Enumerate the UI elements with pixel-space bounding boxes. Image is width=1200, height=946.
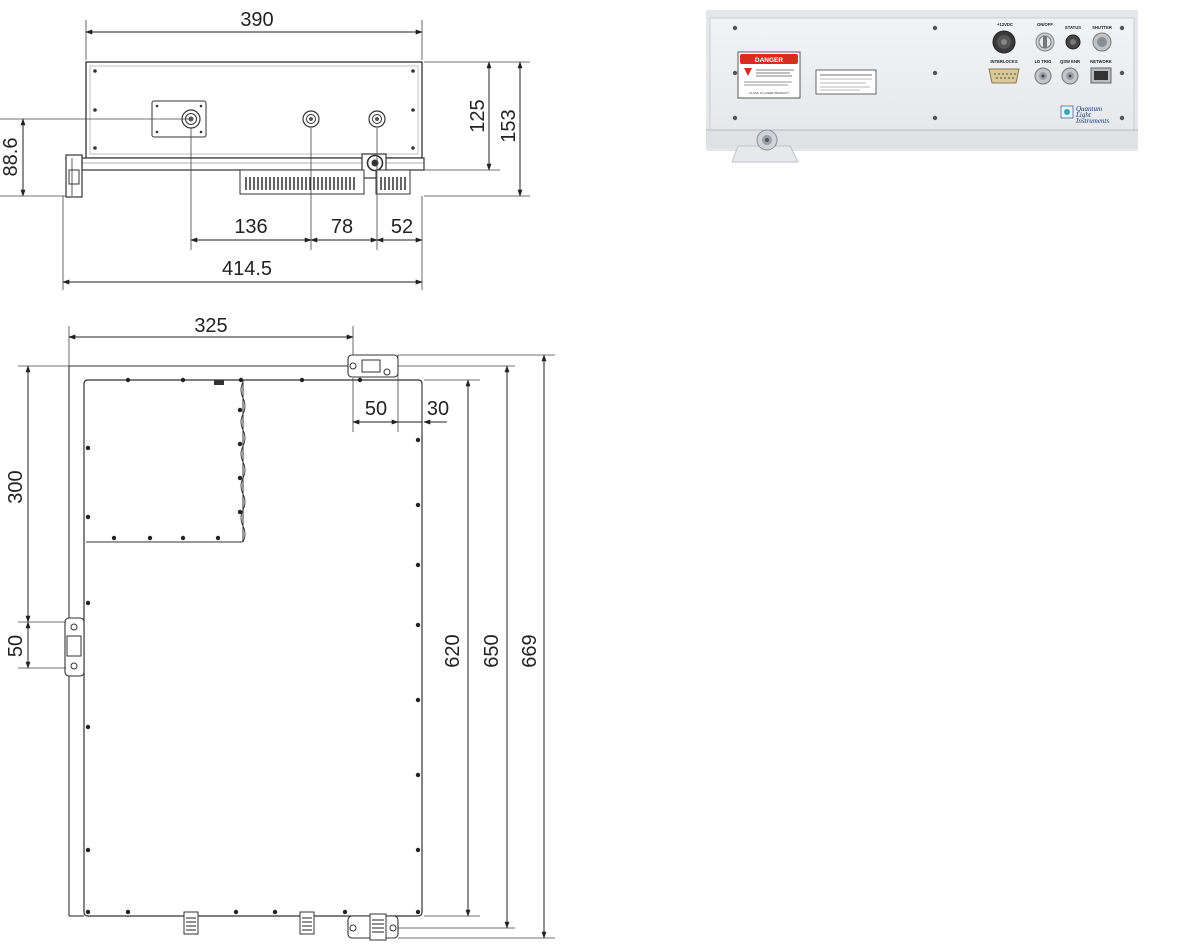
- top-outline: [83, 379, 423, 917]
- network-port-icon[interactable]: [1090, 67, 1112, 84]
- dim-label-spacing-1: 136: [234, 216, 267, 238]
- logo-line-3: Instruments: [1075, 117, 1109, 125]
- ld-trig-bnc-icon[interactable]: [1034, 67, 1052, 85]
- label-power: +12VDC: [997, 22, 1013, 27]
- company-logo: Quantum Light Instruments: [1060, 105, 1109, 125]
- side-foot: [64, 617, 85, 677]
- dim-label-front-height-total: 153: [498, 109, 520, 142]
- power-connector-icon[interactable]: [992, 30, 1016, 54]
- label-interlocks: INTERLOCKS: [990, 59, 1017, 64]
- danger-text: DANGER: [755, 57, 783, 64]
- dim-label-panel-depth: 300: [5, 470, 27, 503]
- dim-label-spacing-2: 78: [331, 216, 353, 238]
- logo-line-1: Quantum: [1076, 105, 1102, 113]
- dim-125-153: 125 153: [424, 61, 530, 197]
- dim-lengths: 620 650 669: [398, 354, 555, 939]
- rear-foot: [731, 129, 799, 163]
- dim-label-overall-width: 414.5: [222, 258, 272, 280]
- label-qsw-enr: QSW ENR: [1060, 59, 1080, 64]
- dim-label-front-height-body: 125: [467, 99, 489, 132]
- top-view: 325 50 30 300 50: [5, 315, 555, 941]
- heatsink-fins: [239, 169, 411, 195]
- cover-panel: [86, 379, 244, 543]
- label-on-off: ON/OFF: [1037, 22, 1053, 27]
- dim-label-front-width: 390: [240, 9, 273, 31]
- screw-icons: [93, 69, 415, 150]
- dim-spacings: 136 78 52: [190, 128, 423, 290]
- front-enclosure: [85, 61, 423, 159]
- dim-label-side-foot: 50: [5, 635, 27, 657]
- logo-line-2: Light: [1075, 111, 1092, 119]
- dim-414-5: 414.5: [62, 196, 423, 290]
- label-status: STATUS: [1065, 25, 1081, 30]
- label-network: NETWORK: [1090, 59, 1112, 64]
- dim-390: 390: [85, 9, 423, 60]
- qsw-enr-bnc-icon[interactable]: [1061, 67, 1079, 85]
- dim-label-top-width: 325: [194, 315, 227, 337]
- dim-label-connector-height: 88.6: [0, 138, 22, 177]
- rear-panel: DANGER CLASS IV LASER PRODUCT +12VDC ON/…: [706, 10, 1138, 163]
- info-label: [815, 69, 877, 95]
- dim-label-spacing-3: 52: [391, 216, 413, 238]
- dim-325: 325: [68, 315, 354, 366]
- dim-label-foot-spacing: 50: [365, 398, 387, 420]
- status-led-icon: [1065, 34, 1081, 50]
- front-view: 390 125 153 88.6 136: [0, 9, 530, 290]
- left-foot: [65, 154, 83, 198]
- top-right-foot: [347, 354, 399, 378]
- dim-label-foot-length: 650: [481, 634, 503, 667]
- shutter-connector-icon[interactable]: [1092, 32, 1112, 52]
- dim-label-foot-offset: 30: [427, 398, 449, 420]
- interlocks-dsub-icon[interactable]: [988, 68, 1020, 84]
- laser-product-text: CLASS IV LASER PRODUCT: [749, 91, 789, 95]
- on-off-key-switch-icon[interactable]: [1035, 32, 1055, 52]
- dim-label-body-length: 620: [442, 634, 464, 667]
- dim-88-6: 88.6: [0, 118, 190, 197]
- bottom-connectors: [183, 911, 399, 941]
- danger-label: DANGER CLASS IV LASER PRODUCT: [737, 51, 801, 99]
- label-ld-trig: LD TRIG: [1035, 59, 1052, 64]
- dim-300-50: 300 50: [5, 365, 69, 669]
- dim-label-overall-length: 669: [519, 634, 541, 667]
- screw-dots: [85, 377, 421, 915]
- label-shutter: SHUTTER: [1092, 25, 1112, 30]
- dim-50-30: 50 30: [352, 355, 449, 432]
